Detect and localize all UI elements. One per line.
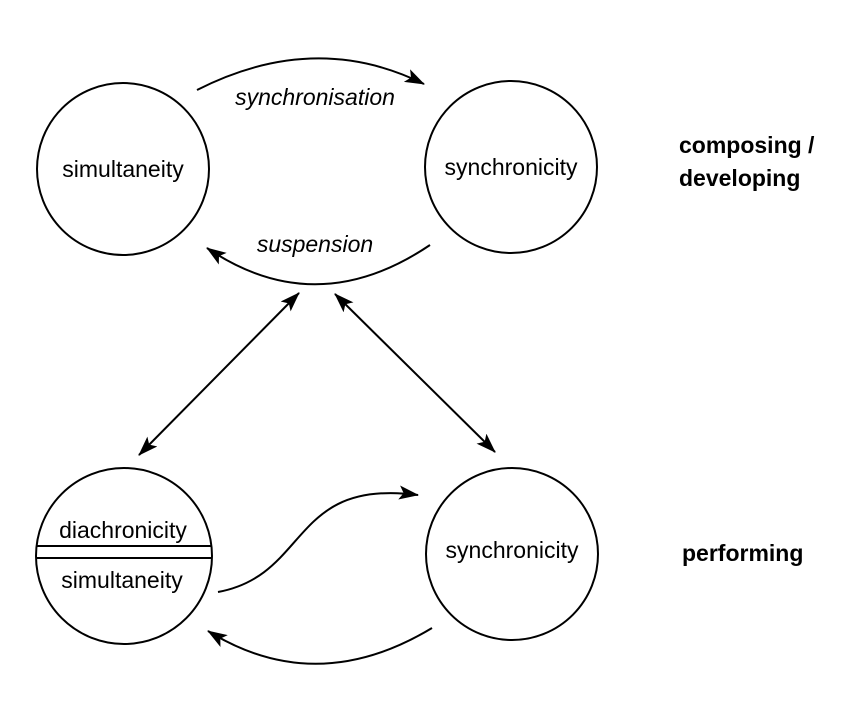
suspension-arrow xyxy=(206,244,431,286)
top-right-circle-label: synchronicity xyxy=(445,154,578,180)
double-arrow-right xyxy=(334,293,496,453)
bottom-return-arrow xyxy=(207,627,433,665)
bottom-left-circle-top-label: diachronicity xyxy=(59,517,187,543)
bottom-right-circle-label: synchronicity xyxy=(446,537,579,563)
bottom-left-circle-bottom-label: simultaneity xyxy=(61,567,183,593)
top-left-circle xyxy=(36,82,210,256)
bottom-left-circle xyxy=(35,467,213,645)
top-right-circle xyxy=(424,80,598,254)
bottom-right-circle xyxy=(425,467,599,641)
double-arrow-left xyxy=(138,292,300,456)
composing-label-line1: composing / xyxy=(679,132,815,158)
suspension-arrow-label: suspension xyxy=(257,231,373,257)
synchronisation-arrow xyxy=(196,57,425,91)
performing-label: performing xyxy=(682,540,803,566)
synchronisation-arrow-label: synchronisation xyxy=(235,84,395,110)
composing-label-line2: developing xyxy=(679,165,800,191)
bottom-forward-arrow xyxy=(217,485,419,593)
top-left-circle-label: simultaneity xyxy=(62,156,184,182)
